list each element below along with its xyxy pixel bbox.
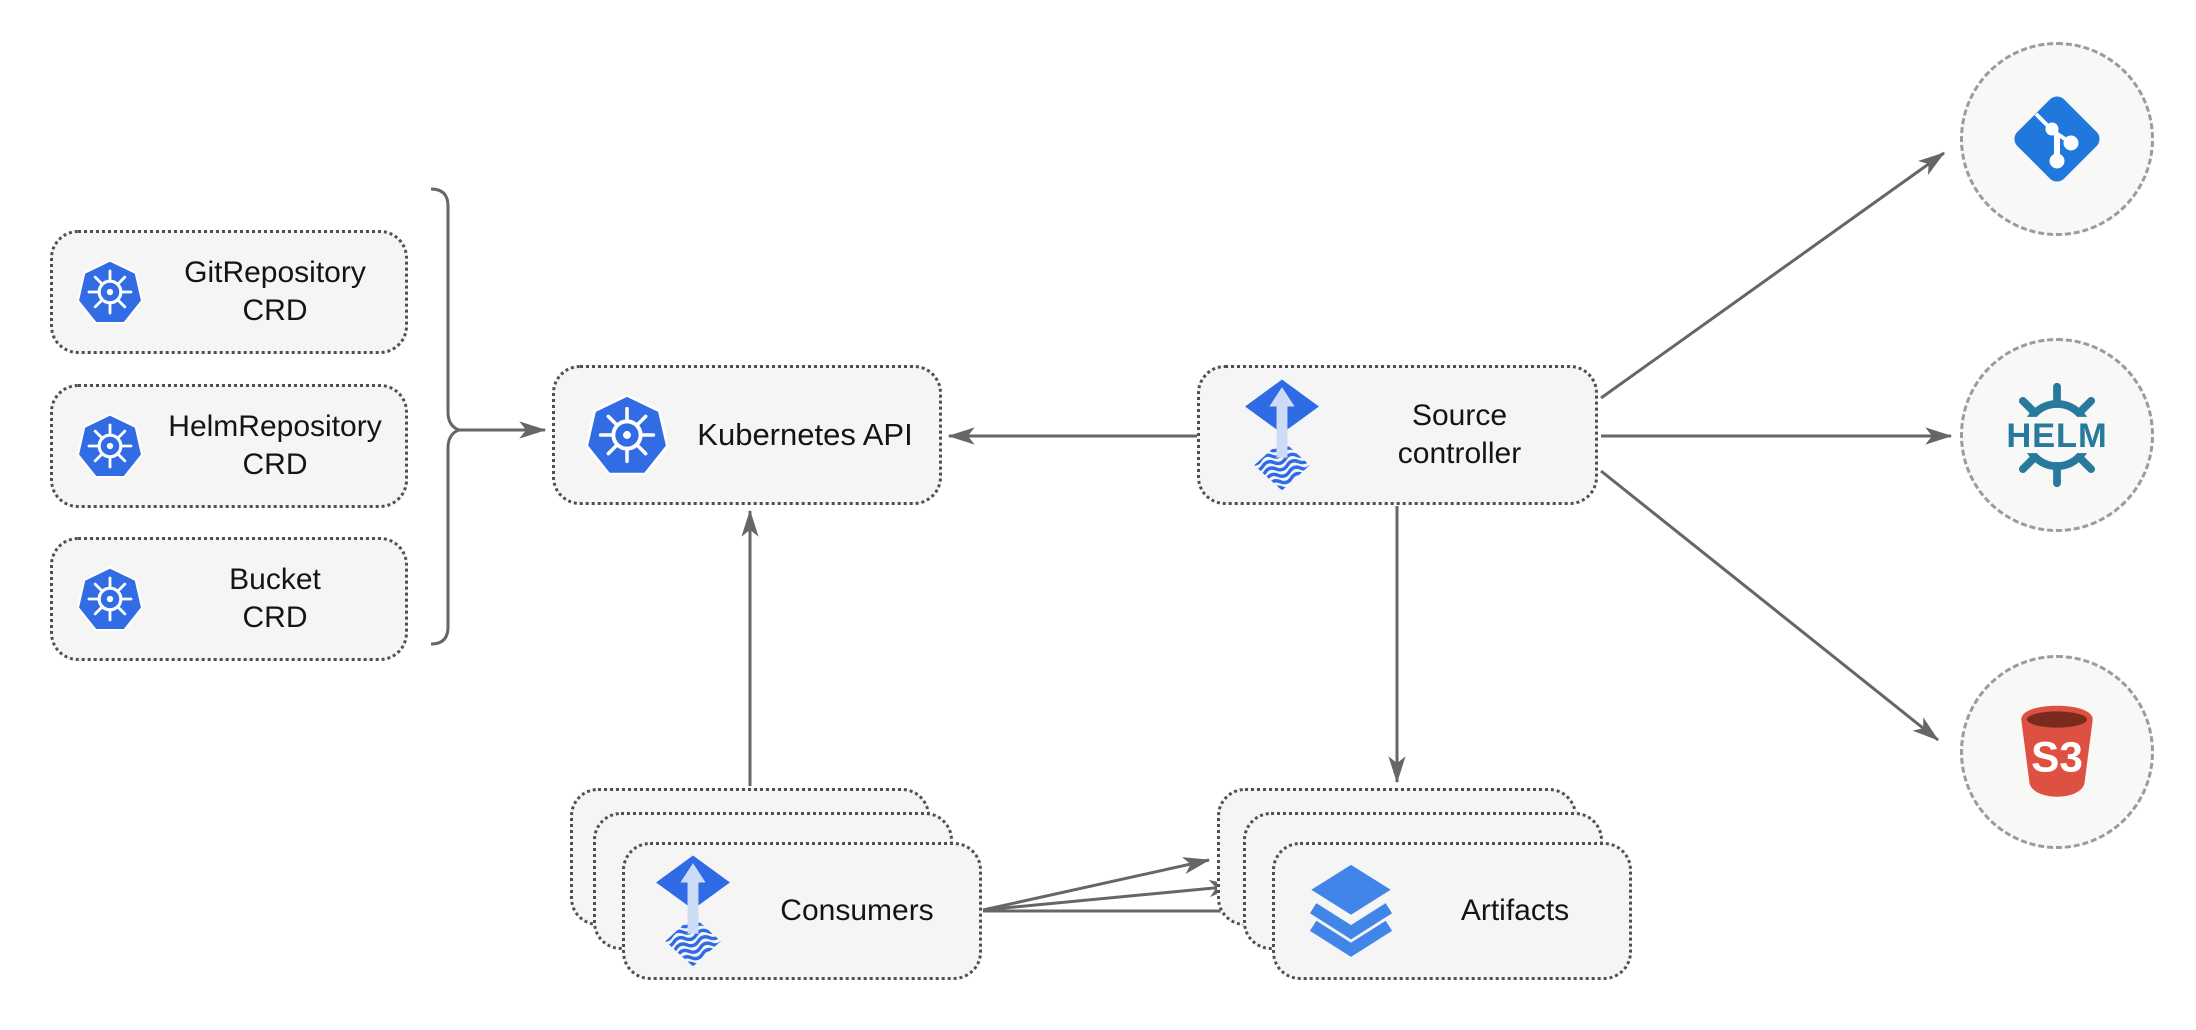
kubernetes-icon	[75, 409, 145, 483]
helm-icon: HELM	[1994, 382, 2120, 488]
helm-label: HELM	[2006, 417, 2107, 455]
node-label: GitRepository CRD	[184, 256, 366, 327]
node-kubernetes-api: Kubernetes API	[552, 365, 942, 505]
edge-source-to-s3	[1600, 469, 1939, 742]
node-artifacts: Artifacts	[1272, 842, 1632, 980]
node-source-controller: Source controller	[1197, 365, 1598, 505]
kubernetes-icon	[583, 388, 671, 482]
s3-bucket-icon: S3	[2021, 705, 2093, 797]
crd-group-bracket	[430, 187, 464, 646]
node-label: Consumers	[780, 894, 934, 927]
edge-source-to-git	[1600, 151, 1945, 400]
external-git	[1960, 42, 2154, 236]
git-icon	[2007, 89, 2107, 189]
external-s3: S3	[1960, 655, 2154, 849]
node-label: Artifacts	[1460, 894, 1570, 927]
edge-consumers-to-artifacts-2	[982, 879, 1237, 912]
flux-icon	[1240, 376, 1324, 494]
node-label: Bucket CRD	[229, 563, 321, 634]
layers-icon	[1301, 863, 1401, 959]
s3-label: S3	[2031, 734, 2083, 781]
node-consumers: Consumers	[622, 842, 982, 980]
kubernetes-icon	[75, 255, 145, 329]
external-helm: HELM	[1960, 338, 2154, 532]
node-gitrepository-crd: GitRepository CRD	[50, 230, 408, 354]
flux-icon	[651, 852, 735, 970]
kubernetes-icon	[75, 562, 145, 636]
node-label: Source controller	[1397, 399, 1522, 470]
node-label: Kubernetes API	[697, 417, 913, 452]
edge-consumers-to-artifacts-1	[982, 857, 1211, 912]
node-helmrepository-crd: HelmRepository CRD	[50, 384, 408, 508]
node-bucket-crd: Bucket CRD	[50, 537, 408, 661]
node-label: HelmRepository CRD	[168, 410, 382, 481]
